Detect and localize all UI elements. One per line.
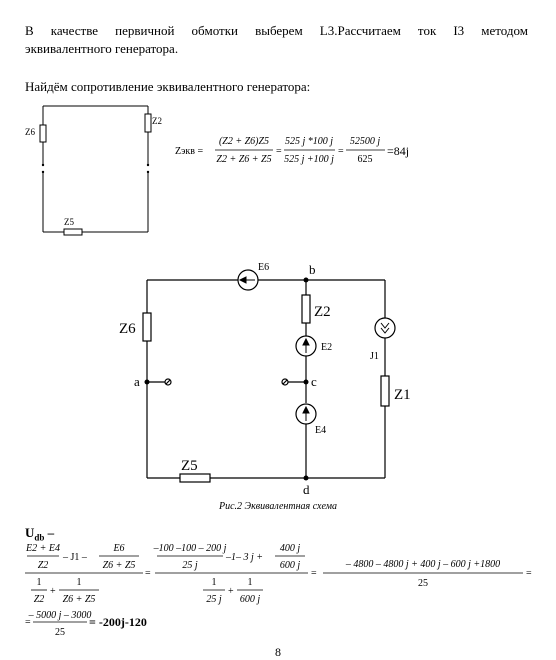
small-circuit-diagram: Z6 Z2 Z5 [25,105,162,236]
b1-den-a-num: 1 [37,577,42,588]
zekv-f3-num: 52500 j [350,136,381,147]
l2-num: – 5000 j – 3000 [28,610,92,621]
b1-minus-j1: – J1 – [62,552,88,563]
b1-num-a-num: E2 + E4 [25,543,60,554]
b1-den-a-den: Z2 [34,594,45,605]
udb-label: Udb – [25,525,54,543]
z6-label: Z6 [119,321,136,337]
udb-subscript: db [34,532,45,543]
zekv-f2-num: 525 j *100 j [285,136,333,147]
z2-resistor [301,294,311,324]
b2-den-plus: + [228,586,234,597]
b3-num: – 4800 – 4800 j + 400 j – 600 j +1800 [345,559,500,570]
j1-label: J1 [370,351,379,362]
e2-label: E2 [321,342,332,353]
b2-num-mid: –1– 3 j + [225,552,263,563]
z6-resistor [142,312,152,342]
b2-den-b-num: 1 [248,577,253,588]
svg-text:=: = [338,146,344,157]
z2-resistor [144,113,152,133]
zekv-result: =84j [387,144,409,158]
node-c-label: c [311,374,317,389]
zekv-lhs: Zэкв = [175,146,203,157]
intro-line-2: эквивалентного генератора. [25,41,179,56]
b1-num-b-num: E6 [112,543,124,554]
zekv-f1-num: (Z2 + Z6)Z5 [219,136,269,147]
svg-text:=: = [276,146,282,157]
b2-den-a-den: 25 j [206,594,222,605]
eq-2: = [311,568,317,579]
node-b-label: b [309,262,316,277]
b1-num-a-den: Z2 [38,560,49,571]
z5-resistor [63,228,83,236]
udb-u: U [25,525,35,540]
b2-den-a-num: 1 [212,577,217,588]
b2-num-b-num: 400 j [280,543,301,554]
z1-resistor [380,375,390,407]
figure-caption: Рис.2 Эквивалентная схема [218,501,338,512]
zekv-f2-den: 525 j +100 j [284,154,334,165]
e6-label: E6 [258,262,269,273]
b1-den-b-num: 1 [77,577,82,588]
l2-eq: = [25,617,31,628]
page-number: 8 [275,645,281,659]
b2-num-a-num: –100 –100 – 200 j [153,543,227,554]
zekv-f3-den: 625 [358,154,373,165]
b2-den-b-den: 600 j [240,594,261,605]
eq-1: = [145,568,151,579]
z5-resistor [179,473,211,483]
z5-label: Z5 [181,458,198,474]
node-a-label: a [134,374,140,389]
eq-3: = [526,568,532,579]
b1-num-b-den: Z6 + Z5 [103,560,136,571]
z6-resistor [39,124,47,143]
small-z5-label: Z5 [64,217,74,227]
small-z6-label: Z6 [25,127,35,137]
equivalent-circuit-diagram: E6 b Z6 Z2 E2 J1 a c Z1 E4 Z5 d [119,262,411,497]
small-z2-label: Z2 [152,116,162,126]
intro-line-1: В качестве первичной обмотки выберем L3.… [25,23,528,38]
b2-num-a-den: 25 j [182,560,198,571]
l2-result: = -200j-120 [89,615,147,629]
zekv-formula: Zэкв = (Z2 + Z6)Z5 Z2 + Z6 + Z5 = 525 j … [175,136,409,165]
udb-dash: – [44,525,55,540]
l2-den: 25 [55,627,65,638]
node-d-label: d [303,482,310,497]
zekv-f1-den: Z2 + Z6 + Z5 [216,154,271,165]
b2-num-b-den: 600 j [280,560,301,571]
section-heading: Найдём сопротивление эквивалентного гене… [25,79,311,94]
b1-den-plus: + [50,586,56,597]
b3-den: 25 [418,578,428,589]
e4-label: E4 [315,425,326,436]
b1-den-b-den: Z6 + Z5 [63,594,96,605]
udb-formula: E2 + E4 Z2 – J1 – E6 Z6 + Z5 1 Z2 + 1 Z6… [25,543,532,638]
z2-label: Z2 [314,304,331,320]
z1-label: Z1 [394,387,411,403]
